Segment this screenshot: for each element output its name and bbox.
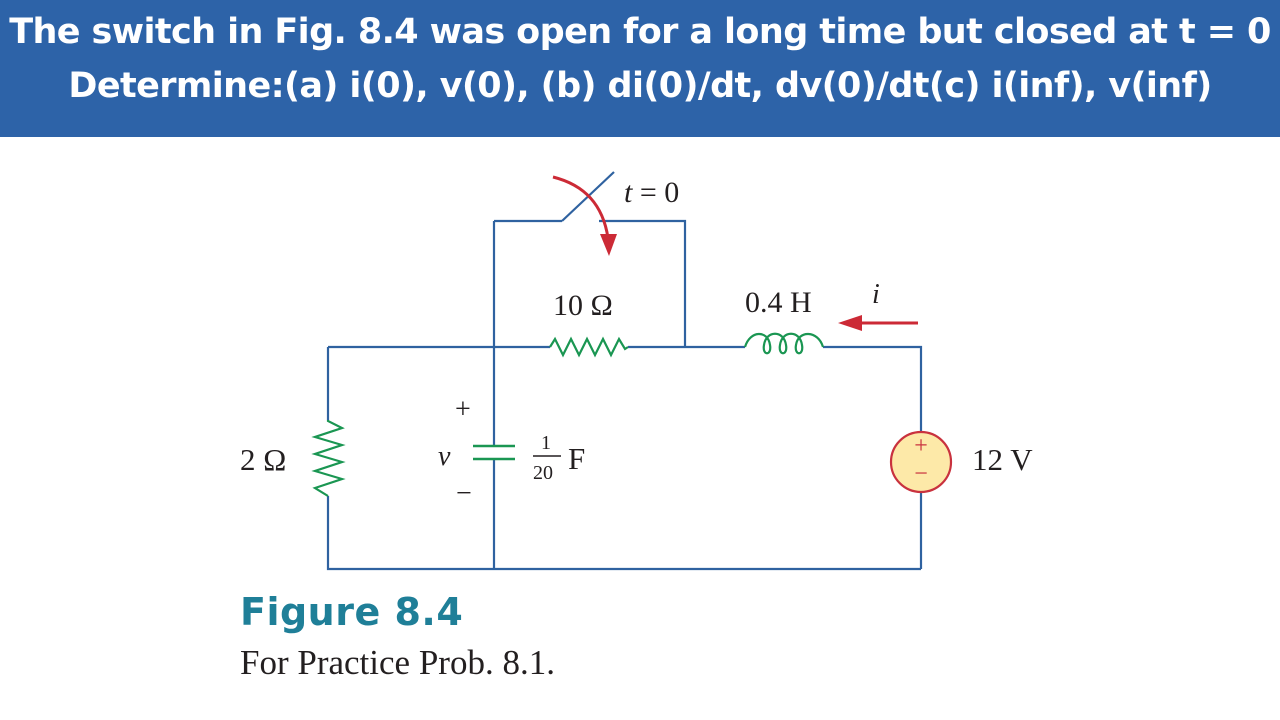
source-minus-sign: − bbox=[914, 461, 928, 487]
resistor-2-ohm bbox=[311, 420, 346, 497]
wire-bottom bbox=[326, 496, 921, 571]
current-label: i bbox=[872, 279, 880, 310]
voltage-source-12v bbox=[889, 430, 953, 494]
figure-title: Figure 8.4 bbox=[240, 590, 464, 634]
problem-statement-line-2: Determine:(a) i(0), v(0), (b) di(0)/dt, … bbox=[68, 66, 1212, 106]
inductor-label: 0.4 H bbox=[745, 286, 812, 319]
switch-arrow-head bbox=[600, 234, 617, 256]
wire-switch-right bbox=[599, 219, 687, 347]
voltage-source-label: 12 V bbox=[972, 442, 1033, 477]
circuit-diagram: t = 0 10 Ω 0.4 H i 2 Ω + − v 1 20 F + − … bbox=[240, 171, 1033, 571]
resistor-10-ohm-label: 10 Ω bbox=[553, 289, 613, 322]
capacitor-fraction-numerator: 1 bbox=[541, 432, 551, 454]
capacitor-unit: F bbox=[568, 441, 585, 476]
problem-header: The switch in Fig. 8.4 was open for a lo… bbox=[0, 0, 1280, 137]
current-arrow-head bbox=[838, 315, 862, 331]
problem-statement-line-1: The switch in Fig. 8.4 was open for a lo… bbox=[9, 12, 1271, 52]
capacitor-fraction-denominator: 20 bbox=[533, 462, 553, 484]
wires bbox=[326, 171, 923, 571]
resistor-2-ohm-label: 2 Ω bbox=[240, 442, 286, 477]
inductor-0-4h bbox=[743, 332, 825, 355]
wire-top-right bbox=[823, 345, 923, 437]
switch-label: t = 0 bbox=[624, 176, 679, 209]
resistor-10-ohm bbox=[549, 336, 629, 358]
source-plus-sign: + bbox=[914, 433, 928, 459]
capacitor-voltage-label: v bbox=[438, 441, 451, 472]
switch-arrow bbox=[552, 175, 610, 239]
capacitor-plus-sign: + bbox=[455, 394, 471, 425]
figure-subtitle: For Practice Prob. 8.1. bbox=[240, 643, 555, 682]
capacitor-minus-sign: − bbox=[456, 478, 472, 509]
